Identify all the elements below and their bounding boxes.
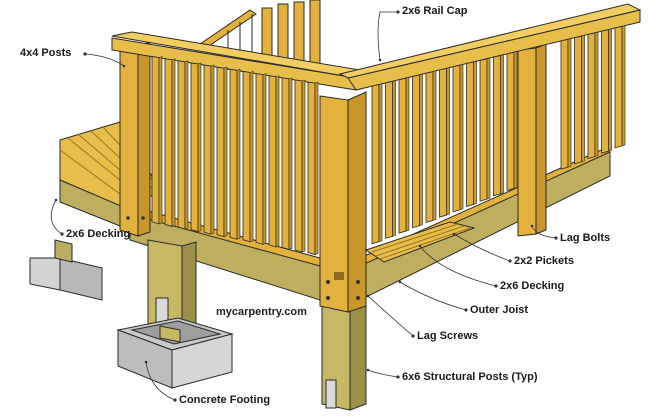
right-picket-11-side [513, 50, 518, 189]
right-picket-7-side [459, 63, 464, 211]
right-picket-17 [587, 32, 596, 160]
right-picket-3-side [405, 76, 410, 232]
label-rail-cap: 2x6 Rail Cap [402, 5, 468, 17]
right-picket-18 [601, 29, 609, 154]
stair-railing [199, 0, 321, 70]
left-picket-1-side [158, 56, 163, 225]
right-picket-8-side [473, 60, 477, 205]
left-picket-2 [164, 58, 173, 227]
left-pickets [151, 56, 319, 256]
right-picket-6 [439, 68, 447, 218]
left-picket-7-side [236, 68, 241, 240]
right-picket-1 [371, 84, 380, 245]
label-outer-joist: Outer Joist [470, 304, 529, 316]
right-picket-16 [574, 35, 582, 165]
left-picket-4 [190, 62, 199, 233]
structural-post-left [147, 239, 197, 331]
label-pickets: 2x2 Pickets [514, 255, 574, 267]
right-picket-4-side [419, 73, 423, 227]
left-picket-12-side [301, 79, 306, 253]
right-pickets [371, 25, 626, 245]
left-picket-6-side [223, 66, 228, 238]
right-picket-11 [506, 51, 515, 191]
label-lag-bolts: Lag Bolts [560, 232, 611, 244]
right-picket-6-side [446, 67, 450, 216]
left-picket-3-side [184, 60, 189, 230]
left-picket-11 [281, 77, 290, 250]
right-rail-cap [338, 3, 642, 91]
right-picket-7 [452, 64, 461, 213]
left-picket-9-side [262, 73, 267, 245]
left-picket-2-side [171, 58, 176, 227]
left-picket-8 [242, 71, 251, 243]
left-picket-13-side [314, 81, 319, 255]
leader-lines [50, 11, 557, 401]
concrete-footing [116, 317, 234, 389]
left-picket-5 [203, 64, 212, 235]
left-picket-13 [307, 81, 316, 256]
left-picket-1 [151, 56, 160, 225]
right-picket-9 [479, 58, 488, 202]
right-picket-3 [398, 77, 407, 234]
label-4x4-posts: 4x4 Posts [20, 47, 72, 59]
label-concrete-footing: Concrete Footing [179, 394, 271, 406]
right-picket-2 [385, 80, 393, 239]
right-picket-15 [560, 38, 569, 170]
label-decking-right: 2x6 Decking [500, 280, 565, 292]
right-picket-1-side [378, 83, 383, 243]
right-picket-17-side [594, 31, 599, 157]
left-footing [29, 239, 103, 301]
left-picket-6 [216, 66, 225, 238]
corner-post [319, 91, 367, 313]
right-picket-5-side [432, 70, 437, 221]
front-decking [364, 221, 476, 263]
label-decking-left: 2x6 Decking [66, 228, 131, 240]
left-picket-9 [255, 73, 264, 245]
left-picket-5-side [210, 64, 215, 235]
structural-post-front [321, 297, 367, 411]
right-picket-5 [425, 71, 434, 223]
left-post [119, 41, 151, 237]
left-picket-7 [229, 68, 238, 240]
right-picket-15-side [567, 37, 572, 168]
left-rail-cap [111, 31, 374, 91]
label-lag-screws: Lag Screws [417, 330, 479, 342]
right-picket-16-side [581, 34, 585, 163]
right-picket-10-side [500, 54, 504, 195]
left-picket-4-side [197, 62, 202, 232]
left-picket-12 [294, 79, 303, 253]
watermark-text: mycarpentry.com [216, 306, 307, 318]
left-picket-10 [268, 75, 277, 248]
right-picket-9-side [486, 57, 491, 200]
right-picket-10 [493, 55, 501, 197]
left-picket-3 [177, 60, 186, 230]
left-picket-11-side [288, 77, 293, 250]
right-picket-4 [412, 74, 420, 229]
label-structural-posts: 6x6 Structural Posts (Typ) [402, 371, 538, 383]
right-picket-8 [466, 61, 474, 207]
left-picket-8-side [249, 71, 254, 243]
right-picket-2-side [392, 80, 396, 237]
right-picket-19-side [621, 25, 626, 147]
left-picket-10-side [275, 75, 280, 248]
right-post [517, 43, 547, 237]
right-picket-18-side [608, 28, 612, 152]
leader-dots [60, 10, 558, 402]
right-picket-19 [614, 25, 623, 149]
